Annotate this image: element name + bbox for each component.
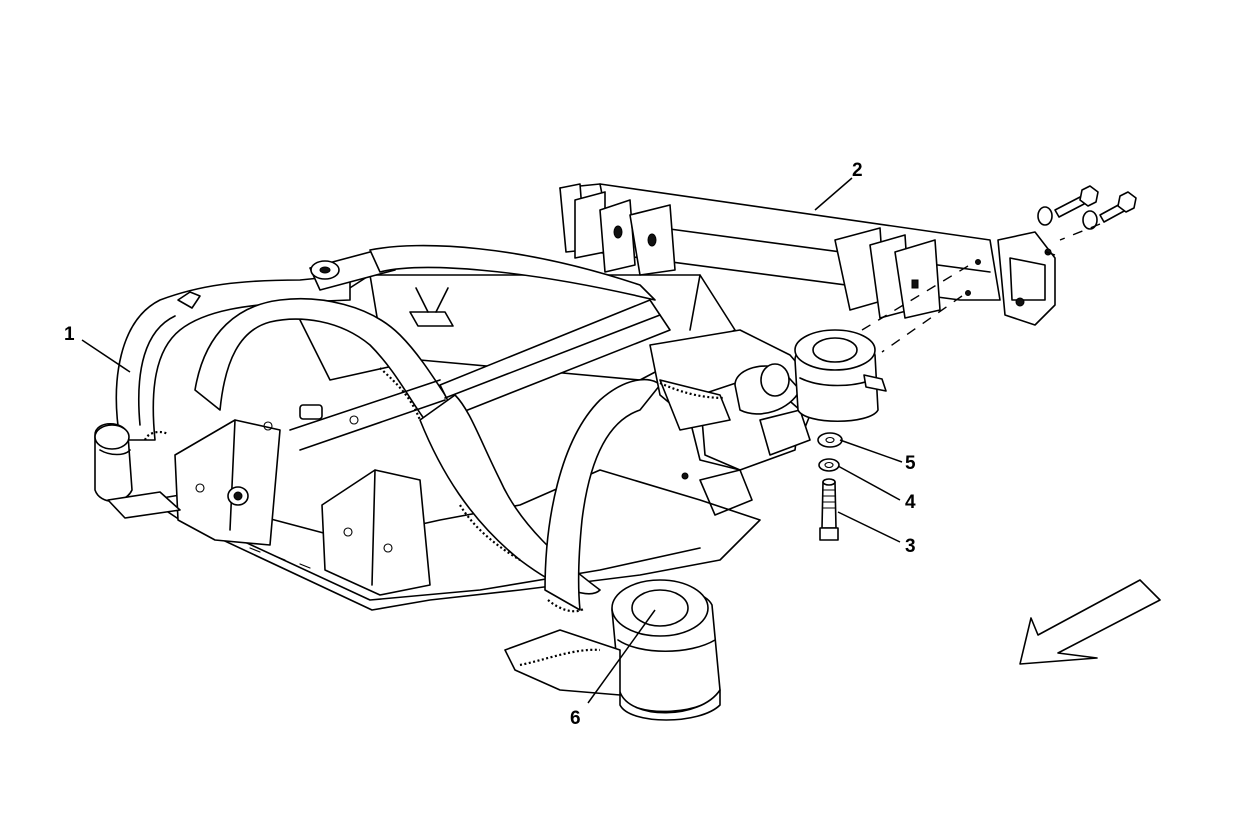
callout-3: 3 — [905, 536, 916, 557]
crossmember-bolts — [1037, 185, 1137, 256]
spring-washer — [818, 458, 840, 472]
rubber-bushing-rear — [794, 329, 887, 423]
screw — [819, 478, 839, 541]
alignment-line — [881, 295, 963, 353]
rear-subframe — [94, 244, 821, 613]
rear-crossmember — [559, 183, 1056, 326]
flat-washer — [817, 432, 843, 448]
callout-4: 4 — [905, 492, 916, 513]
callout-1: 1 — [64, 324, 75, 345]
callout-5: 5 — [905, 453, 916, 474]
front-direction-arrow-icon — [1019, 579, 1161, 665]
leader-lines — [81, 177, 903, 704]
alignment-line — [861, 265, 969, 331]
callout-2: 2 — [852, 160, 863, 181]
rubber-bushing — [504, 579, 721, 721]
callout-6: 6 — [570, 708, 581, 729]
